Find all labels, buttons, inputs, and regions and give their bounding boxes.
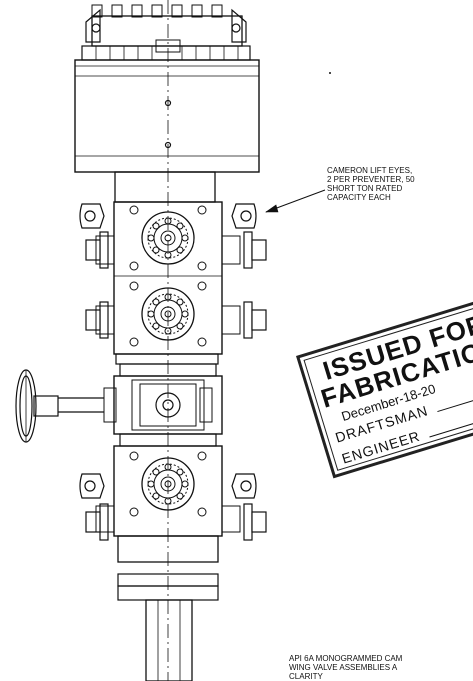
note-line: CAMERON LIFT EYES, xyxy=(327,166,413,175)
lift-eye-icon xyxy=(85,8,247,43)
note-line: CAPACITY EACH xyxy=(327,193,391,202)
note-line: 2 PER PREVENTER, 50 xyxy=(327,175,415,184)
annular-preventer-body xyxy=(74,59,260,173)
handwheel-icon xyxy=(15,369,59,443)
spool-spacer xyxy=(114,171,216,203)
lift-eyes-note: CAMERON LIFT EYES, 2 PER PREVENTER, 50 S… xyxy=(327,166,415,202)
note-line: API 6A MONOGRAMMED CAM xyxy=(289,654,403,663)
bottom-spool xyxy=(117,535,219,563)
monogram-note: API 6A MONOGRAMMED CAM WING VALVE ASSEMB… xyxy=(289,654,402,681)
ram-preventer-upper xyxy=(79,201,267,355)
valve-spool xyxy=(58,375,223,435)
note-line: WING VALVE ASSEMBLIES A xyxy=(289,663,398,672)
top-flange-upper xyxy=(91,15,243,47)
ram-preventer-lower xyxy=(79,445,267,541)
note-line: SHORT TON RATED xyxy=(327,184,403,193)
top-studs xyxy=(91,4,223,18)
note-line: CLARITY xyxy=(289,672,323,681)
top-flange-nuts xyxy=(81,45,251,61)
